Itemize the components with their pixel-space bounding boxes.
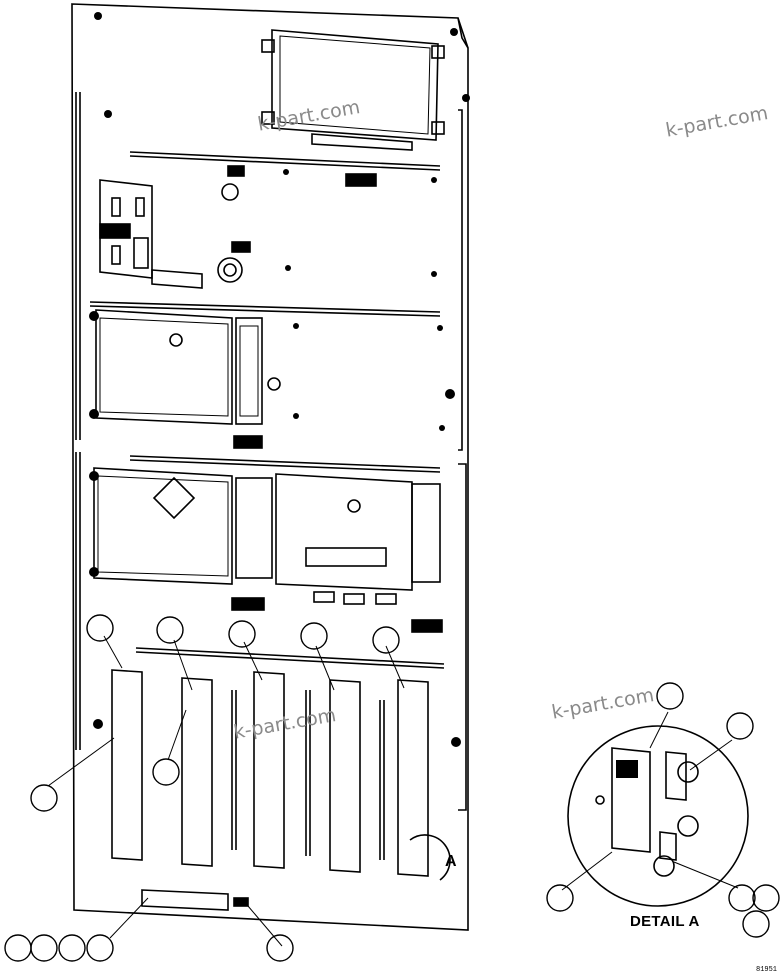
detail-label: DETAIL A: [630, 913, 700, 930]
drawing-code: 81951: [756, 966, 778, 974]
circuit-board-upper: [95, 309, 281, 449]
circuit-board-lower: [93, 467, 443, 633]
top-component: [261, 29, 445, 151]
bottom-connector: [141, 889, 229, 911]
callouts: [4, 614, 780, 962]
mounting-holes: [89, 12, 470, 747]
detail-a-view: [409, 725, 749, 907]
left-board: [99, 179, 203, 289]
knob: [221, 183, 239, 201]
detail-marker: A: [445, 853, 457, 870]
terminal-strips: [111, 669, 429, 877]
rail: [129, 151, 441, 171]
leader-lines: [47, 635, 739, 947]
